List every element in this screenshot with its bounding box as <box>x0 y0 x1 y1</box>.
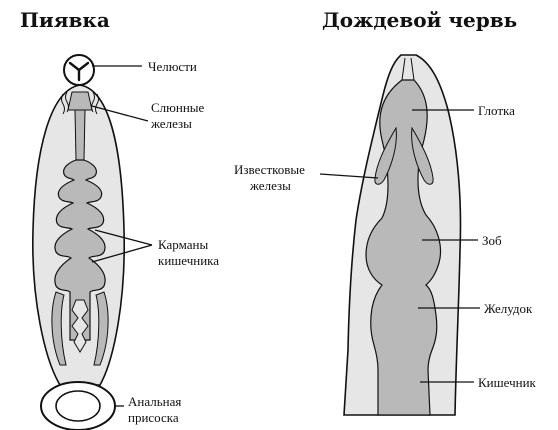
label-pharynx: Глотка <box>478 103 515 118</box>
leech-esophagus <box>75 110 85 160</box>
label-gut-pockets-2: кишечника <box>158 253 219 268</box>
leech-drawing <box>33 55 152 430</box>
label-calciferous-glands-2: железы <box>250 178 291 193</box>
label-calciferous-glands-1: Известковые <box>234 162 305 177</box>
label-anal-sucker-2: присоска <box>128 410 179 425</box>
label-jaws: Челюсти <box>148 59 197 74</box>
leech-anal-sucker-inner <box>56 391 100 421</box>
label-gut-pockets-1: Карманы <box>158 237 208 252</box>
label-intestine: Кишечник <box>478 375 536 390</box>
label-stomach: Желудок <box>484 301 532 316</box>
label-salivary-glands-1: Слюнные <box>151 100 204 115</box>
label-anal-sucker-1: Анальная <box>128 394 181 409</box>
label-salivary-glands-2: железы <box>151 116 192 131</box>
earthworm-drawing <box>320 55 480 415</box>
leech-pharynx <box>68 92 92 110</box>
label-crop: Зоб <box>482 233 502 248</box>
